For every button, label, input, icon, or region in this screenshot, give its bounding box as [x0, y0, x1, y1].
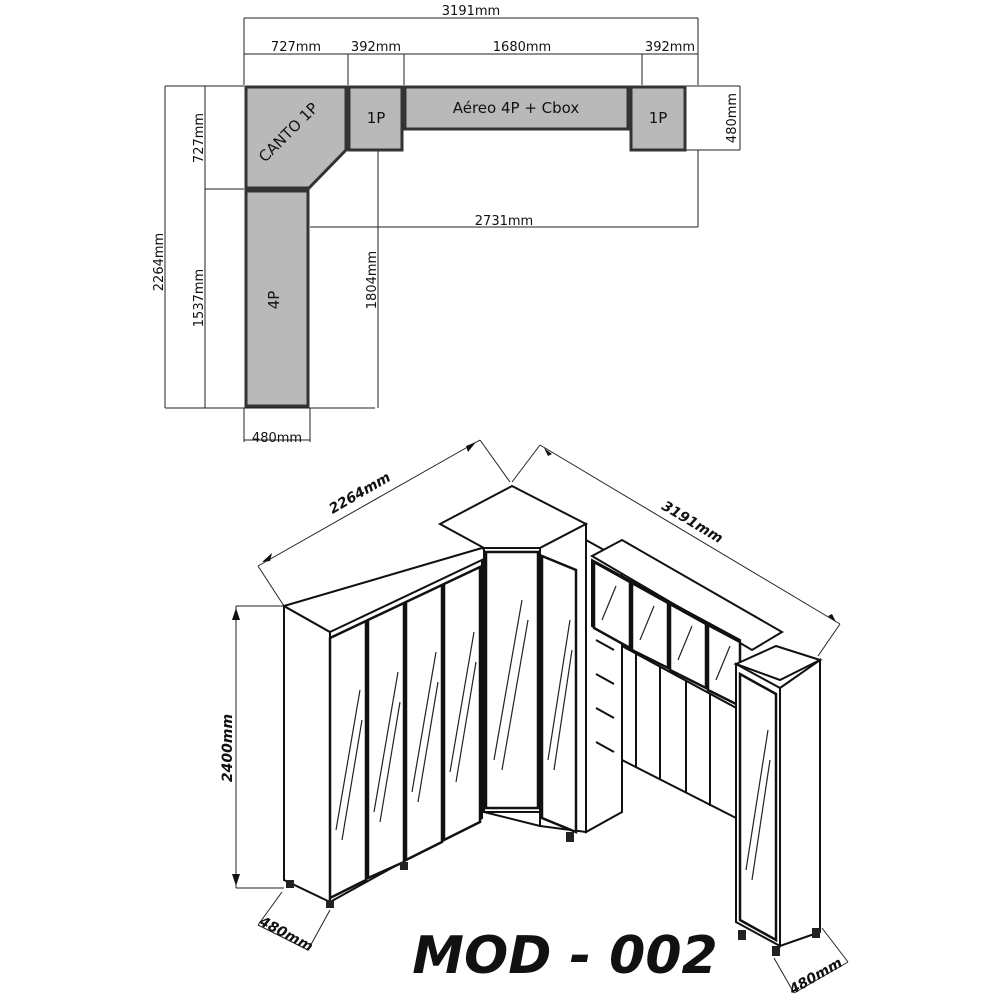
right-1p-door — [738, 671, 778, 943]
dim-overall-width: 3191mm — [442, 4, 500, 19]
dim-depth-left: 480mm — [255, 913, 315, 955]
dim-inner-length: 2731mm — [475, 214, 533, 229]
elevation-view: 2264mm 3191mm 2400mm 480mm 480mm — [220, 439, 849, 999]
left-foot-1 — [326, 900, 334, 908]
dim-right-depth: 480mm — [725, 93, 740, 143]
module-4p — [244, 189, 310, 408]
dim-corner-width: 727mm — [271, 40, 321, 55]
module-1p-left-label: 1P — [367, 109, 386, 127]
corner-foot — [566, 832, 574, 842]
dim-bottom-depth: 480mm — [252, 431, 302, 446]
right-foot-2 — [772, 946, 780, 956]
module-1p-left — [347, 85, 404, 152]
dim-right-run: 3191mm — [659, 498, 726, 547]
dim-lower-length: 1537mm — [192, 269, 207, 327]
dim-1p-right-width: 392mm — [645, 40, 695, 55]
module-corner — [244, 85, 348, 190]
plan-view: 3191mm 727mm 392mm 1680mm 392mm 2264mm 7… — [152, 4, 741, 446]
dim-overall-height: 2264mm — [152, 233, 167, 291]
aereo-door-1 — [592, 559, 632, 651]
dim-height: 2400mm — [220, 714, 236, 782]
left-foot-2 — [286, 880, 294, 888]
right-foot-1 — [738, 930, 746, 940]
right-foot-3 — [812, 928, 820, 938]
dim-left-run: 2264mm — [326, 470, 393, 518]
module-1p-right — [629, 85, 687, 152]
module-aereo-label: Aéreo 4P + Cbox — [453, 99, 580, 117]
left-side-panel — [283, 604, 331, 904]
dim-1p-left-width: 392mm — [351, 40, 401, 55]
model-title: MOD - 002 — [412, 926, 717, 986]
dim-aereo-width: 1680mm — [493, 40, 551, 55]
dim-inner-height: 1804mm — [365, 251, 380, 309]
left-foot-3 — [400, 862, 408, 870]
module-4p-label: 4P — [265, 291, 283, 310]
dim-depth-right: 480mm — [786, 955, 845, 999]
module-1p-right-label: 1P — [649, 109, 668, 127]
corner-door — [484, 550, 540, 810]
left-1p-door — [540, 554, 578, 834]
right-1p-side — [779, 658, 821, 948]
module-aereo — [403, 85, 630, 131]
aereo-door-3 — [668, 601, 708, 691]
dim-upper-depth: 727mm — [192, 113, 207, 163]
aereo-door-2 — [630, 580, 670, 671]
